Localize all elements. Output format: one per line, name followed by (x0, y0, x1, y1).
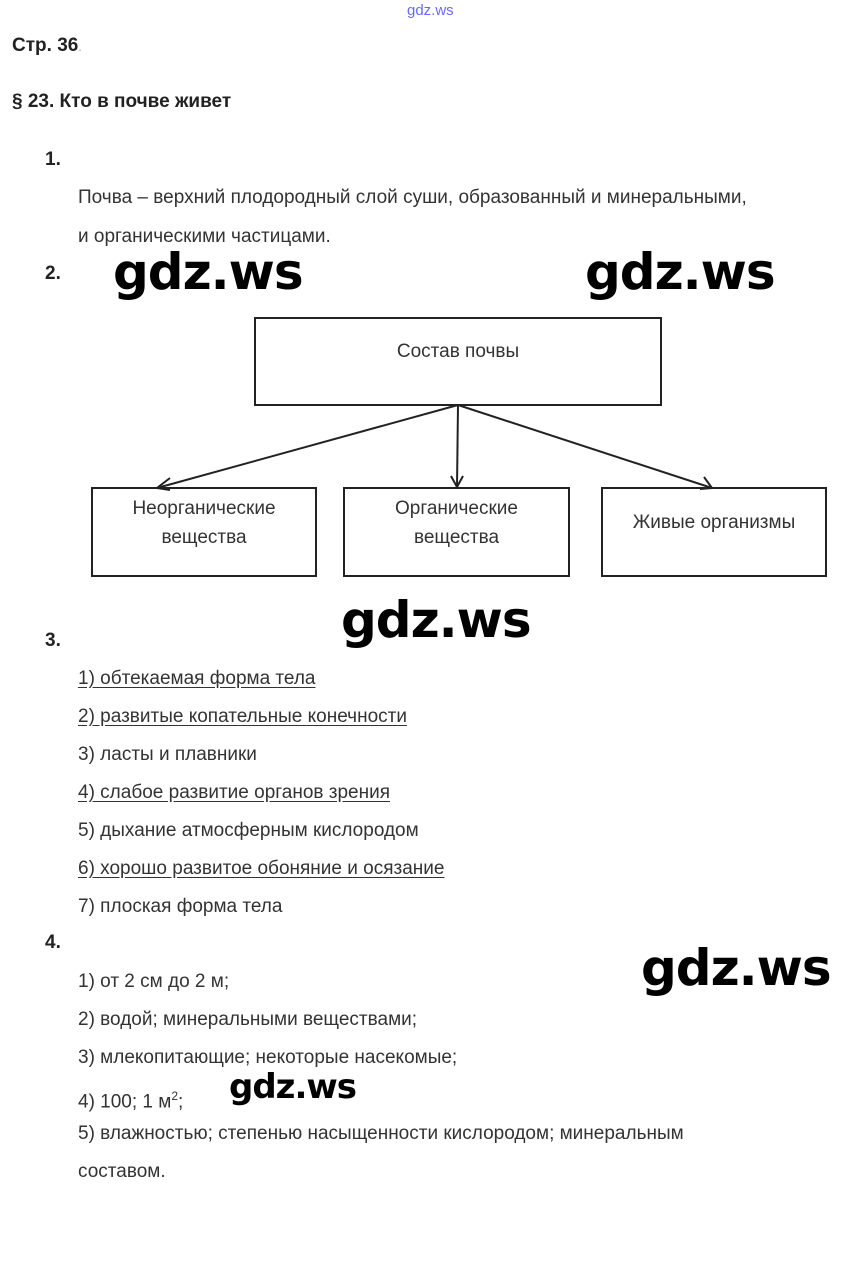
task-3-item: 1) обтекаемая форма тела (78, 668, 316, 689)
diagram-child-box-inorganic (91, 487, 317, 577)
superscript: 2 (171, 1089, 179, 1103)
task-4-item: 5) влажностью; степенью насыщенности кис… (78, 1123, 684, 1144)
item-tail: ; (178, 1091, 184, 1113)
task-3-item: 6) хорошо развитое обоняние и осязание (78, 858, 445, 879)
arrow-to-inorganic (156, 404, 459, 489)
label-line: Неорганические (132, 498, 276, 519)
page-number: Стр. 36 (12, 35, 79, 56)
task-3-item: 2) развитые копательные конечности (78, 706, 407, 727)
page-label: Стр. 36. (12, 35, 82, 57)
label-line: вещества (161, 527, 247, 548)
watermark: gdz.ws (641, 939, 832, 997)
watermark: gdz.ws (341, 591, 532, 649)
task-3-number: 3. (45, 630, 61, 651)
arrow-to-organic (456, 404, 459, 488)
task-1-number: 1. (45, 149, 61, 170)
task-4-number: 4. (45, 932, 61, 953)
arrowhead-icon (154, 477, 171, 491)
diagram-child-label: Органические вещества (344, 494, 569, 552)
section-title: § 23. Кто в почве живет (12, 91, 232, 112)
diagram-child-label: Живые организмы (632, 512, 796, 533)
watermark: gdz.ws (585, 243, 776, 301)
task-1-line: и органическими частицами. (78, 226, 331, 247)
task-3-item: 4) слабое развитие органов зрения (78, 782, 391, 803)
diagram-child-box-living (601, 487, 827, 577)
diagram-root-label: Состав почвы (396, 341, 520, 362)
task-4-item: 4) 100; 1 м2; (78, 1084, 183, 1114)
task-3-item: 5) дыхание атмосферным кислородом (78, 820, 419, 841)
task-3-item: 3) ласты и плавники (78, 744, 257, 765)
task-4-item: составом. (78, 1161, 166, 1182)
task-4-item: 2) водой; минеральными веществами; (78, 1009, 418, 1030)
task-4-item: 1) от 2 см до 2 м; (78, 971, 230, 992)
task-4-item: 3) млекопитающие; некоторые насекомые; (78, 1047, 458, 1068)
task-1-line: Почва – верхний плодородный слой суши, о… (78, 187, 747, 208)
label-line: Органические (395, 498, 518, 519)
task-2-number: 2. (45, 263, 61, 284)
page-dot: . (78, 40, 82, 54)
diagram-child-label: Неорганические вещества (92, 494, 316, 552)
item-text: 4) 100; 1 м (78, 1091, 172, 1113)
arrow-to-living (457, 404, 713, 489)
task-3-item: 7) плоская форма тела (78, 896, 283, 917)
arrowhead-icon (699, 476, 714, 490)
label-line: вещества (413, 527, 500, 548)
arrowhead-icon (450, 475, 464, 490)
watermark: gdz.ws (229, 1067, 357, 1107)
watermark: gdz.ws (113, 243, 304, 301)
watermark-top: gdz.ws (407, 2, 454, 19)
